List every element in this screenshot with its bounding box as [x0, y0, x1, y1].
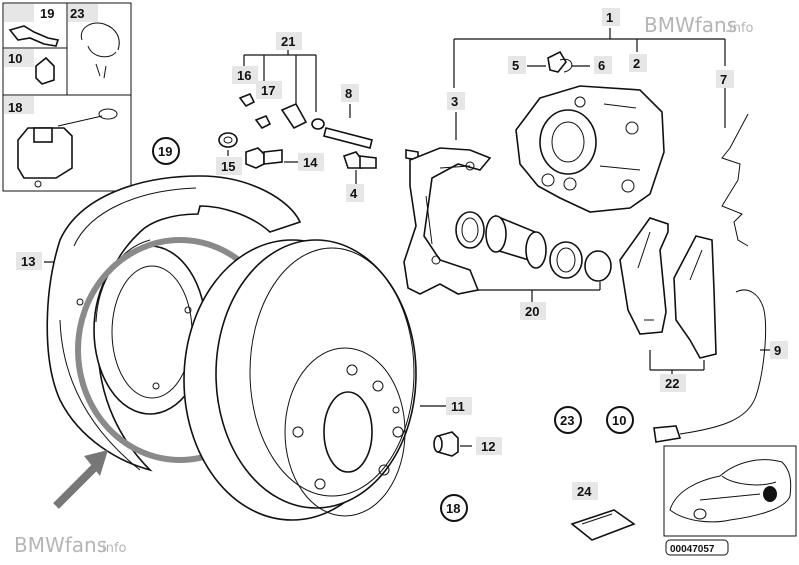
label-11: 11 [451, 399, 465, 414]
label-20: 20 [525, 304, 539, 319]
label-15: 15 [221, 159, 235, 174]
circled-19: 19 [152, 137, 180, 165]
svg-text:23: 23 [560, 413, 574, 428]
spring-7 [721, 113, 749, 247]
label-22: 22 [665, 376, 679, 391]
circled-23: 23 [554, 406, 582, 434]
leader-lines [44, 65, 770, 447]
circled-10: 10 [606, 406, 634, 434]
inset-label-18: 18 [8, 100, 22, 115]
inset-23-highlight [68, 4, 98, 22]
label-12: 12 [481, 439, 495, 454]
small-hardware [218, 92, 419, 169]
inset-18-highlight [4, 96, 34, 114]
label-24: 24 [577, 484, 592, 499]
svg-text:.info: .info [98, 541, 127, 556]
svg-text:.info: .info [725, 21, 754, 36]
bleeder-valve [547, 50, 573, 73]
inset-label-10: 10 [8, 51, 22, 66]
label-2: 2 [633, 56, 640, 71]
label-17: 17 [261, 83, 275, 98]
inset-panel: 19 23 10 18 [2, 2, 132, 192]
svg-text:19: 19 [158, 144, 172, 159]
label-4: 4 [350, 186, 358, 201]
inset-19-highlight [4, 4, 34, 22]
watermark-top: BMWfans .info [644, 13, 754, 37]
label-3: 3 [451, 94, 458, 109]
car-thumbnail: 00047057 [663, 445, 797, 556]
clip-10-drawing [35, 56, 55, 85]
caliper-body-2 [515, 85, 665, 213]
label-13: 13 [21, 254, 35, 269]
svg-text:10: 10 [612, 413, 626, 428]
svg-text:BMWfans: BMWfans [14, 533, 107, 557]
clip-23-drawing [80, 22, 120, 79]
image-number: 00047057 [670, 544, 715, 555]
caliper-carrier-3 [403, 147, 492, 295]
group-20-bracket [459, 272, 601, 302]
label-9: 9 [774, 343, 781, 358]
inset-label-23: 23 [70, 6, 84, 21]
circled-18: 18 [440, 494, 468, 522]
label-5: 5 [512, 58, 519, 73]
wear-sensor-9 [653, 289, 767, 443]
grease-packet-24 [570, 509, 636, 541]
brake-pads-22 [619, 217, 717, 359]
svg-text:18: 18 [446, 501, 460, 516]
part-labels: 1 2 3 4 5 6 7 8 9 11 12 13 14 15 16 17 2… [16, 8, 788, 500]
label-16: 16 [237, 68, 251, 83]
backing-plate-13 [46, 175, 302, 472]
label-8: 8 [345, 86, 352, 101]
svg-text:BMWfans: BMWfans [644, 13, 737, 37]
label-1: 1 [606, 10, 613, 25]
bolt-12 [433, 431, 459, 457]
label-14: 14 [303, 155, 318, 170]
piston-seals-20 [455, 211, 612, 282]
label-6: 6 [598, 58, 605, 73]
clip-19-drawing [8, 25, 60, 47]
inset-10-highlight [4, 49, 34, 67]
pointer-arrow-head [84, 450, 108, 476]
watermark-bottom: BMWfans .info [14, 533, 127, 557]
inset-label-19: 19 [40, 6, 54, 21]
label-21: 21 [281, 34, 295, 49]
label-7: 7 [720, 72, 727, 87]
pointer-arrow [53, 463, 99, 509]
group-22-bracket [649, 350, 705, 374]
group-1-bracket [453, 28, 726, 88]
brake-disc-11 [183, 239, 417, 521]
